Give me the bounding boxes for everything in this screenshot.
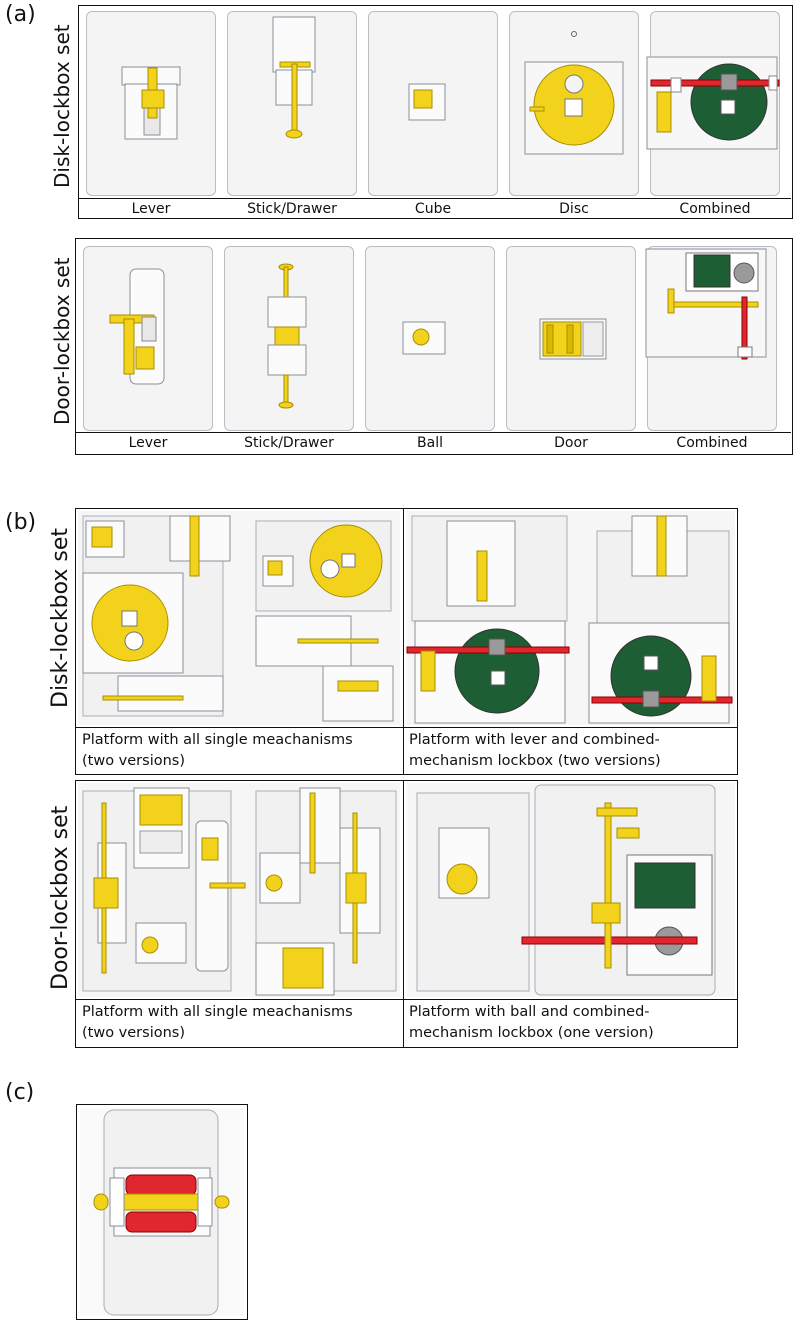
door-item-label: Stick/Drawer [244, 435, 334, 451]
disk-lever-image [86, 11, 216, 196]
ball-drawing [402, 321, 446, 355]
disk-single-platform-drawing [82, 515, 394, 722]
door-item-label: Door [554, 435, 588, 451]
disk-item-label: Stick/Drawer [247, 201, 337, 217]
door-door-image [506, 246, 636, 431]
disk-item-label: Combined [679, 201, 751, 217]
b-disk-right-caption: Platform with lever and combined- mechan… [409, 732, 661, 769]
roller-mechanism-drawing [93, 1109, 230, 1316]
panel-b-label: (b) [5, 510, 37, 535]
disk-combined-image [646, 11, 780, 196]
disk-lever-combined-image [406, 511, 735, 725]
door-ball-image [365, 246, 495, 431]
lever-mechanism-drawing [109, 268, 165, 385]
b-door-frame: Platform with all single meachanisms (tw… [75, 780, 738, 1048]
disk-item-label: Lever [131, 201, 171, 217]
door-ball-combined-image [407, 783, 735, 997]
disk-set-side-label: Disk-lockbox set [50, 24, 74, 188]
combined-mechanism-drawing [646, 56, 780, 150]
door-combined-image [645, 246, 777, 431]
b-door-left-caption: Platform with all single meachanisms (tw… [82, 1004, 353, 1041]
cube-drawing [408, 83, 446, 121]
door-item-label: Lever [128, 435, 168, 451]
c-frame [76, 1104, 248, 1320]
disk-items-label-row: Lever Stick/Drawer Cube Disc Combined [79, 198, 791, 218]
door-ball-combined-drawing [416, 784, 716, 996]
door-drawing [539, 318, 607, 360]
disk-disc-image [509, 11, 639, 196]
door-stick-drawer-image [224, 246, 354, 431]
b-door-right-caption: Platform with ball and combined- mechani… [409, 1004, 654, 1041]
b-disk-left-caption: Platform with all single meachanisms (tw… [82, 732, 353, 769]
door-lever-image [83, 246, 213, 431]
door-item-label: Ball [417, 435, 443, 451]
disk-lever-combined-drawing [406, 515, 733, 724]
door-item-label: Combined [676, 435, 748, 451]
panel-c-label: (c) [5, 1080, 35, 1105]
disk-lockbox-frame: Lever Stick/Drawer Cube Disc Combined [78, 5, 793, 219]
disk-single-mechanisms-image [78, 511, 400, 725]
door-single-mechanisms-image [78, 783, 400, 997]
panel-a-label: (a) [5, 2, 36, 27]
door-single-platform-drawing [82, 787, 397, 996]
c-roller-mechanism-image [80, 1108, 244, 1316]
disk-cube-image [368, 11, 498, 196]
b-door-side-label: Door-lockbox set [48, 805, 73, 990]
stick-drawer-drawing [272, 16, 316, 139]
stick-drawer-drawing [267, 263, 307, 409]
door-lockbox-frame: Lever Stick/Drawer Ball Door Combined [75, 238, 793, 455]
combined-mechanism-drawing [645, 248, 767, 360]
disk-item-label: Cube [414, 201, 452, 217]
lever-mechanism-drawing [121, 66, 181, 140]
b-disk-frame: Platform with all single meachanisms (tw… [75, 508, 738, 775]
door-items-label-row: Lever Stick/Drawer Ball Door Combined [76, 432, 791, 454]
disc-drawing [524, 31, 624, 155]
disk-stick-drawer-image [227, 11, 357, 196]
door-set-side-label: Door-lockbox set [50, 257, 74, 425]
b-disk-side-label: Disk-lockbox set [48, 528, 73, 708]
disk-item-label: Disc [559, 201, 589, 217]
